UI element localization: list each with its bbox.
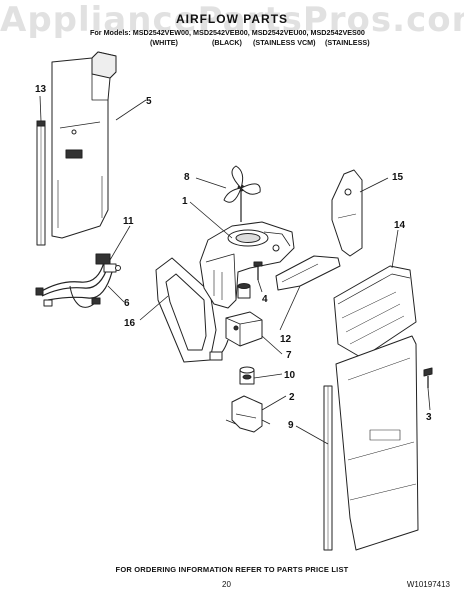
part-13-gasket-strip (36, 120, 46, 246)
part-9-liner-panel (335, 335, 419, 551)
callout-10: 10 (284, 370, 296, 381)
finish-black: (BLACK) (212, 38, 242, 47)
part-8-fan-blade (223, 165, 261, 222)
ordering-note: FOR ORDERING INFORMATION REFER TO PARTS … (115, 565, 349, 574)
callout-16: 16 (124, 318, 136, 329)
finish-stainless-vcm: (STAINLESS VCM) (253, 38, 316, 47)
part-7-fan-motor (209, 311, 263, 361)
part-10-grommet (239, 366, 255, 385)
part-3-screw (423, 367, 433, 388)
part-12-retainer (275, 255, 341, 291)
callout-4: 4 (262, 294, 268, 305)
finish-white: (WHITE) (150, 38, 178, 47)
callout-15: 15 (392, 172, 404, 183)
part-15-gasket-panel (331, 169, 363, 257)
part-11-wire-harness (35, 253, 121, 308)
callout-7: 7 (286, 350, 292, 361)
callout-13: 13 (35, 84, 47, 95)
callout-2: 2 (289, 392, 295, 403)
document-number: W10197413 (406, 580, 450, 589)
part-1-fan-housing (199, 221, 295, 309)
part-4-screw (253, 261, 263, 280)
finish-stainless: (STAINLESS) (325, 38, 370, 47)
callout-12: 12 (280, 334, 292, 345)
callout-3: 3 (426, 412, 432, 423)
leader-lines (39, 95, 431, 445)
callout-11: 11 (123, 216, 134, 227)
part-16-gasket-frame (155, 257, 217, 363)
panel-strip (323, 385, 333, 551)
callout-14: 14 (394, 220, 406, 231)
page-number: 20 (222, 580, 231, 589)
callout-6: 6 (124, 298, 130, 309)
callout-5: 5 (146, 96, 152, 107)
motor-grommet-upper (237, 283, 251, 299)
callout-1: 1 (182, 196, 188, 207)
callout-8: 8 (184, 172, 190, 183)
part-14-cover-panel (333, 265, 417, 359)
models-line: For Models: MSD2542VEW00, MSD2542VEB00, … (90, 28, 365, 37)
callout-9: 9 (288, 420, 294, 431)
part-5-air-duct (51, 51, 117, 239)
page-title: AIRFLOW PARTS (175, 12, 289, 26)
part-2-motor-bracket (225, 395, 271, 433)
